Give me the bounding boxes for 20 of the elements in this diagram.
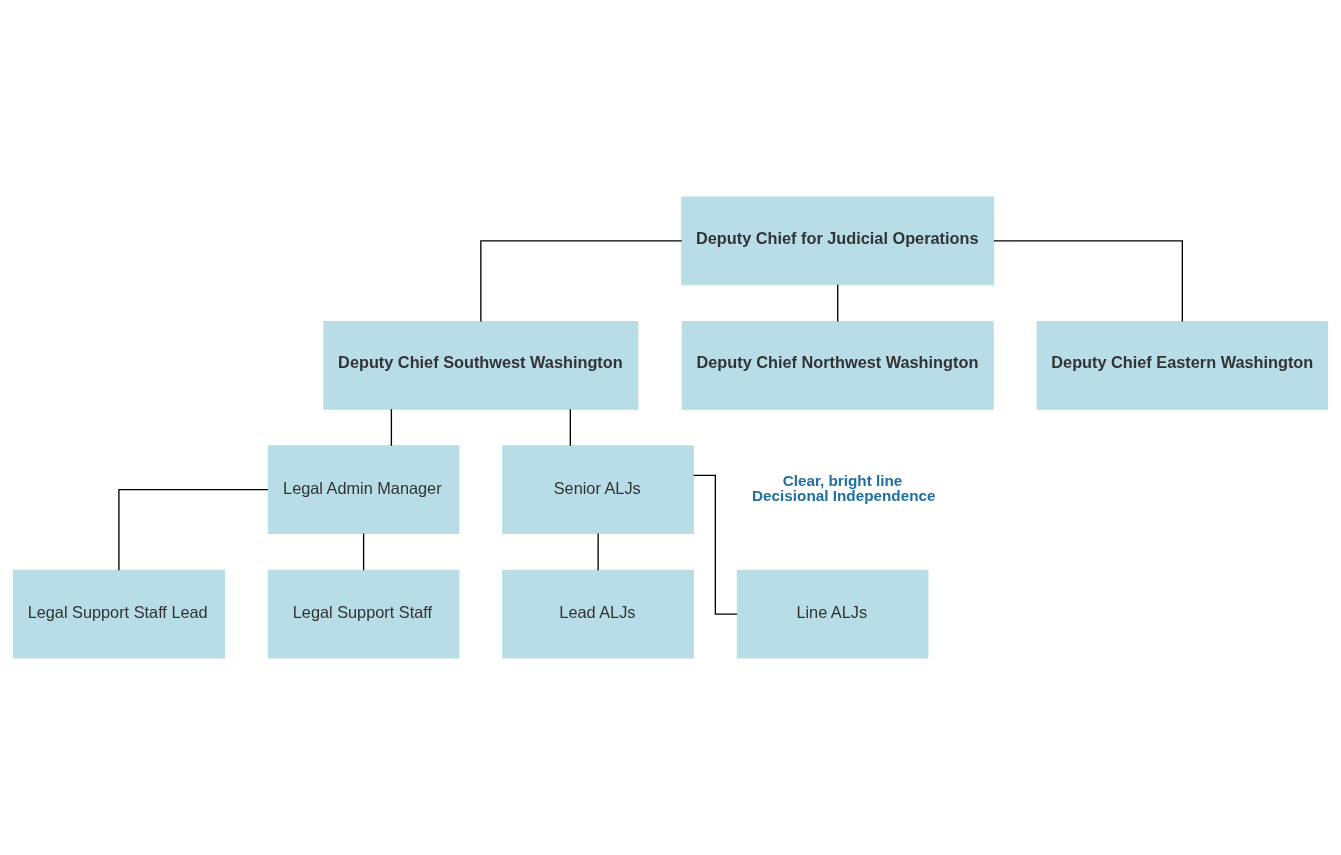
connector — [993, 240, 1183, 323]
node-box: Senior ALJs — [502, 445, 694, 535]
node-box: Deputy Chief Eastern Washington — [1036, 320, 1329, 410]
node-box: Lead ALJs — [502, 569, 694, 659]
connector — [480, 240, 683, 323]
label: Clear, bright line — [782, 471, 903, 489]
node-box: Deputy Chief Northwest Washington — [681, 320, 994, 410]
connector — [692, 474, 738, 615]
node-box: Legal Support Staff Lead — [12, 569, 225, 659]
node-box: Deputy Chief for Judicial Operations — [681, 196, 995, 286]
connector — [118, 489, 269, 571]
node-box: Line ALJs — [736, 569, 929, 659]
node-box: Deputy Chief Southwest Washington — [323, 320, 639, 410]
connector — [362, 532, 365, 571]
node-box: Legal Support Staff — [267, 569, 460, 659]
node-box: Legal Admin Manager — [267, 445, 460, 535]
connector — [390, 408, 393, 447]
connector — [597, 532, 599, 571]
connector — [569, 408, 571, 447]
connector — [837, 284, 839, 323]
